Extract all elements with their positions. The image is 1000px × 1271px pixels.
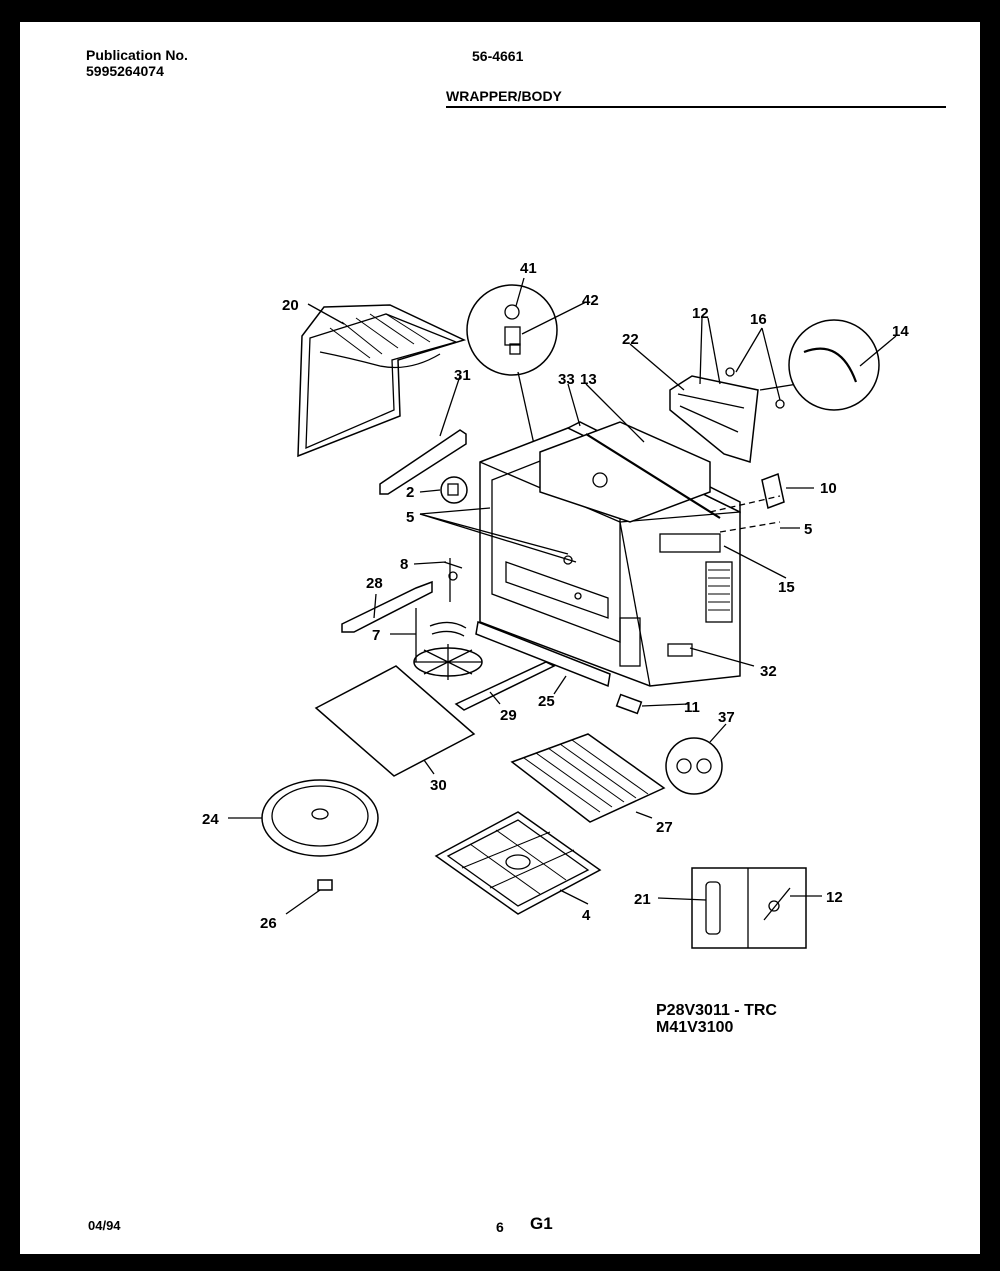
callout-24: 24	[202, 811, 219, 828]
rail-part-28	[341, 580, 433, 633]
grill-pan-part-4	[434, 811, 602, 915]
tray-part-30	[314, 665, 476, 777]
publication-number: 5995264074	[86, 63, 164, 79]
callout-26: 26	[260, 915, 277, 932]
title-rule	[446, 106, 946, 108]
publication-label: Publication No.	[86, 47, 188, 63]
turntable-part-24	[261, 779, 379, 857]
rail-part-29	[454, 661, 556, 711]
part-11	[615, 693, 643, 715]
callout-12-top: 12	[692, 305, 709, 322]
oven-body-part	[479, 421, 741, 687]
callout-33: 33	[558, 371, 575, 388]
callout-29: 29	[500, 707, 517, 724]
callout-5-right: 5	[804, 521, 812, 538]
leader-lines	[228, 277, 897, 915]
callout-41: 41	[520, 260, 537, 277]
exploded-view-diagram: 41 42 20 12 16 14 22 31 33 13 2 10 5 5 8…	[202, 260, 909, 949]
callout-30: 30	[430, 777, 447, 794]
callout-5-left: 5	[406, 509, 414, 526]
detail-circle-37	[665, 737, 723, 795]
callout-12-box: 12	[826, 889, 843, 906]
model-group: 56-4661	[472, 48, 524, 64]
detail-box-21-12	[691, 867, 807, 949]
footer-page-number: 6	[496, 1219, 504, 1235]
model-number-2: M41V3100	[656, 1019, 734, 1036]
parts-diagram-sheet: Publication No. 5995264074 56-4661 WRAPP…	[20, 22, 980, 1254]
callout-21: 21	[634, 891, 651, 908]
floor-rail-25	[475, 620, 611, 688]
callout-13: 13	[580, 371, 597, 388]
callout-25: 25	[538, 693, 555, 710]
callout-16: 16	[750, 311, 767, 328]
callout-7: 7	[372, 627, 380, 644]
section-title: WRAPPER/BODY	[446, 88, 562, 104]
part-2	[440, 476, 468, 504]
rack-part-27	[510, 733, 666, 823]
callout-2: 2	[406, 484, 414, 501]
part-10	[761, 472, 785, 510]
callout-20: 20	[282, 297, 299, 314]
callout-32: 32	[760, 663, 777, 680]
callout-8: 8	[400, 556, 408, 573]
callout-22: 22	[622, 331, 639, 348]
callout-14: 14	[892, 323, 909, 340]
control-bracket-part	[669, 367, 811, 463]
callout-37: 37	[718, 709, 735, 726]
callout-4: 4	[582, 907, 591, 924]
callout-10: 10	[820, 480, 837, 497]
callout-11: 11	[684, 699, 700, 716]
top-panel-part	[297, 304, 467, 458]
part-26	[317, 879, 333, 891]
model-number-1: P28V3011 - TRC	[656, 1002, 777, 1019]
roller-ring-part-7	[413, 621, 483, 680]
callout-27: 27	[656, 819, 673, 836]
callout-42: 42	[582, 292, 599, 309]
callout-15: 15	[778, 579, 795, 596]
footer-code: G1	[530, 1214, 553, 1233]
detail-circle-14	[788, 319, 880, 411]
callout-28-rail: 28	[366, 575, 383, 592]
rail-part-31	[379, 429, 467, 495]
callout-31: 31	[454, 367, 471, 384]
part-8	[443, 558, 463, 602]
footer-date: 04/94	[88, 1218, 121, 1233]
